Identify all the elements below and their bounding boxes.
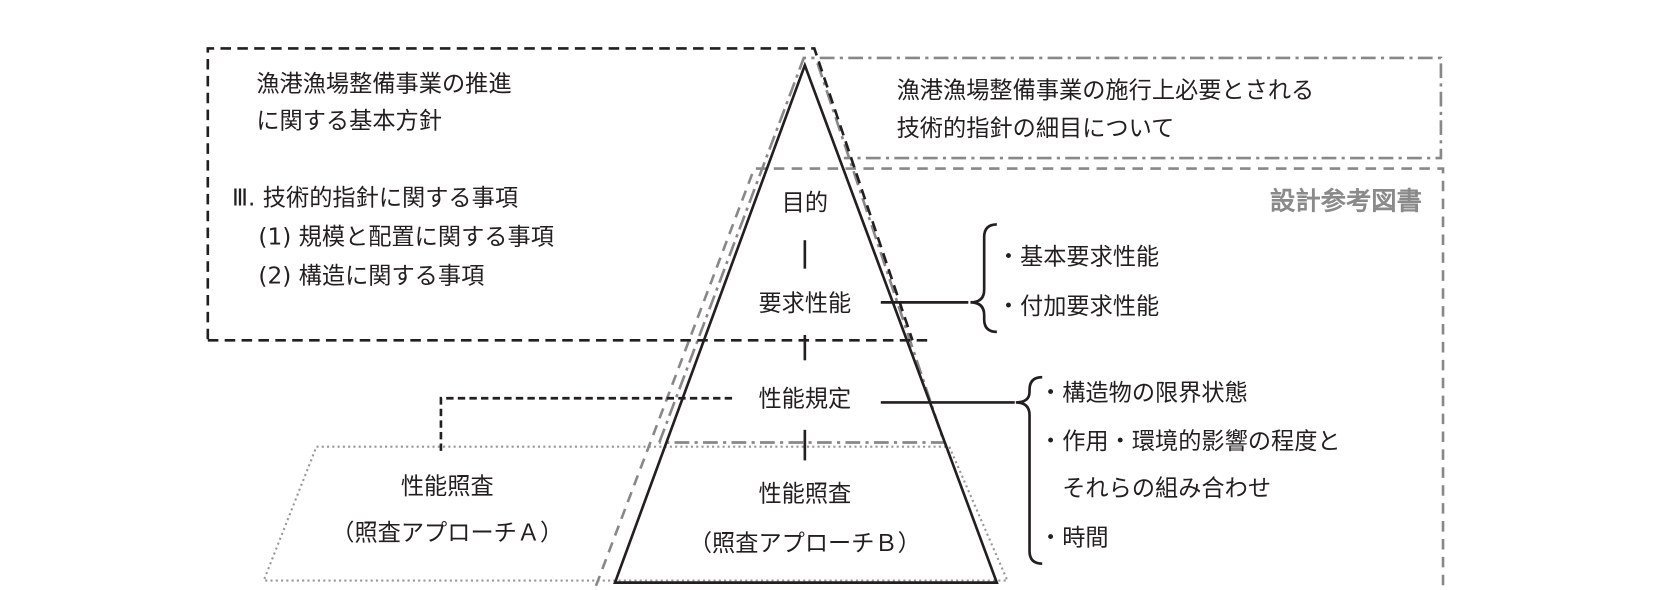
spec-item-combinations: それらの組み合わせ	[1039, 475, 1271, 502]
pyramid-purpose: 目的	[782, 190, 828, 217]
basic-policy-item-1: (1) 規模と配置に関する事項	[258, 223, 553, 250]
required-item-additional: ・付加要求性能	[997, 293, 1159, 320]
design-reference-region	[594, 167, 1445, 590]
approach-a-sub: （照査アプローチＡ）	[331, 519, 563, 546]
approach-a-verification: 性能照査	[401, 473, 494, 500]
required-item-basic: ・基本要求性能	[997, 243, 1159, 270]
technical-details-region	[658, 56, 1443, 443]
design-reference-label: 設計参考図書	[1270, 187, 1422, 216]
pyramid-performance-spec: 性能規定	[758, 386, 851, 413]
technical-details-line-1: 漁港漁場整備事業の施行上必要とされる	[897, 77, 1315, 104]
pyramid-verification-approach-b: （照査アプローチＢ）	[689, 530, 921, 557]
spec-item-limit-state: ・構造物の限界状態	[1039, 379, 1248, 406]
basic-policy-section: Ⅲ. 技術的指針に関する事項	[232, 184, 518, 211]
pyramid-required-performance: 要求性能	[758, 290, 851, 317]
spec-item-time: ・時間	[1039, 525, 1109, 552]
basic-policy-region	[206, 47, 914, 341]
pyramid-verification: 性能照査	[758, 481, 851, 508]
required-performance-brace	[970, 223, 997, 334]
basic-policy-item-2: (2) 構造に関する事項	[258, 262, 484, 289]
verification-dotted-region	[262, 445, 1009, 582]
basic-policy-title-2: に関する基本方針	[256, 108, 442, 135]
spec-item-actions: ・作用・環境的影響の程度と	[1039, 428, 1341, 455]
approach-a-connector	[439, 396, 734, 451]
technical-details-line-2: 技術的指針の細目について	[897, 115, 1175, 142]
pyramid-triangle	[613, 61, 999, 584]
performance-spec-brace	[1015, 375, 1043, 565]
basic-policy-title-1: 漁港漁場整備事業の推進	[256, 71, 511, 98]
